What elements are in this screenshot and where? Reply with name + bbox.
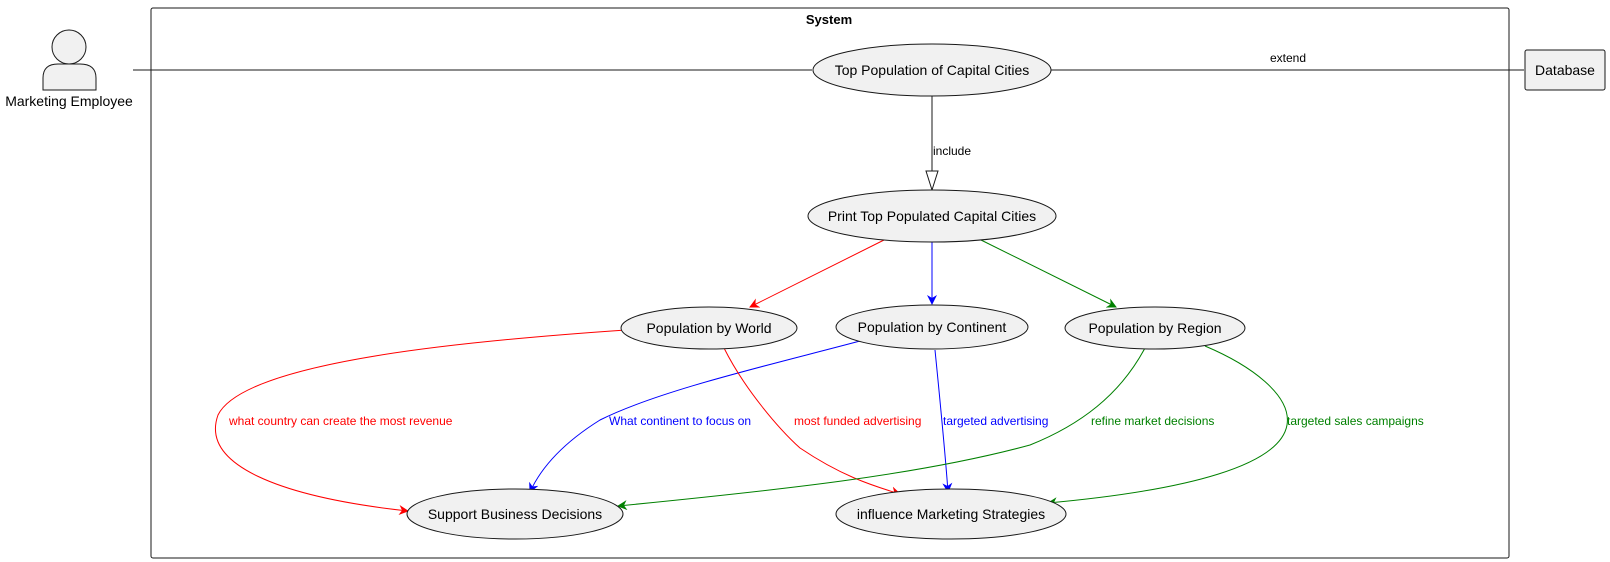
database-node[interactable]: Database <box>1524 49 1606 91</box>
system-boundary <box>150 7 1510 559</box>
usecase-support-decisions[interactable]: Support Business Decisions <box>406 488 624 540</box>
usecase-influence-marketing-shape <box>835 488 1067 540</box>
usecase-by-region[interactable]: Population by Region <box>1064 306 1246 350</box>
usecase-by-continent[interactable]: Population by Continent <box>835 304 1029 350</box>
world-to-support-label: what country can create the most revenue <box>228 414 453 428</box>
region-to-support-label: refine market decisions <box>1091 414 1214 428</box>
usecase-by-continent-label: Population by Continent <box>858 319 1007 335</box>
actor-marketing-employee[interactable]: Marketing Employee <box>5 29 133 109</box>
usecase-by-world[interactable]: Population by World <box>620 306 798 350</box>
print-to-region-arrow <box>980 239 1117 308</box>
actor-body-icon <box>42 63 97 91</box>
usecase-by-world-shape <box>620 306 798 350</box>
region-to-influence-arrow <box>1047 345 1288 508</box>
extend-label: extend <box>1270 51 1306 65</box>
actor-head-icon <box>51 29 87 65</box>
include-arrowhead <box>925 170 939 192</box>
usecase-influence-marketing-label: influence Marketing Strategies <box>857 506 1045 522</box>
actor-name: Marketing Employee <box>5 93 133 109</box>
usecase-by-region-label: Population by Region <box>1088 320 1221 336</box>
usecase-support-decisions-label: Support Business Decisions <box>428 506 602 522</box>
region-to-support-arrow <box>617 347 1146 511</box>
usecase-print-top-shape <box>807 189 1057 243</box>
usecase-by-continent-shape <box>835 304 1029 350</box>
usecase-by-world-label: Population by World <box>646 320 771 336</box>
usecase-print-top[interactable]: Print Top Populated Capital Cities <box>807 189 1057 243</box>
database-label: Database <box>1535 62 1595 78</box>
database-box <box>1524 49 1606 91</box>
usecase-influence-marketing[interactable]: influence Marketing Strategies <box>835 488 1067 540</box>
include-label: include <box>933 144 971 158</box>
usecase-top-population-shape <box>812 43 1052 97</box>
world-to-support-arrow <box>215 329 627 515</box>
continent-to-support-arrow <box>529 340 861 493</box>
usecase-print-top-label: Print Top Populated Capital Cities <box>828 208 1036 224</box>
usecase-support-decisions-shape <box>406 488 624 540</box>
continent-to-influence-arrow <box>934 349 953 493</box>
continent-to-support-label: What continent to focus on <box>609 414 751 428</box>
region-to-influence-label: targeted sales campaigns <box>1287 414 1424 428</box>
world-to-influence-label: most funded advertising <box>794 414 921 428</box>
usecase-by-region-shape <box>1064 306 1246 350</box>
usecase-top-population[interactable]: Top Population of Capital Cities <box>812 43 1052 97</box>
print-to-world-arrow <box>749 239 885 308</box>
world-to-influence-arrow <box>723 347 901 497</box>
continent-to-influence-label: targeted advertising <box>943 414 1048 428</box>
system-title: System <box>806 12 852 27</box>
usecase-top-population-label: Top Population of Capital Cities <box>835 62 1030 78</box>
